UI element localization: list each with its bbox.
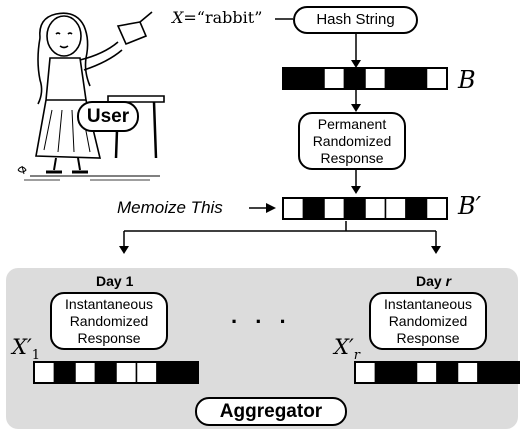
bit-vector-xr [354, 361, 520, 384]
bit-cell [415, 361, 438, 384]
day-1-value: 1 [125, 273, 134, 289]
bit-cell [405, 197, 428, 220]
bit-vector-outline [282, 67, 448, 90]
x1-label: X′1 [12, 336, 40, 367]
instr-line-2: Randomized [388, 313, 468, 329]
aggregator-badge: Aggregator [195, 397, 347, 426]
x1-main: X′ [12, 335, 32, 359]
bit-cell [456, 361, 479, 384]
xr-label: X′r [334, 336, 360, 367]
hash-string-box: Hash String [293, 6, 418, 34]
day-r-label: Day r [416, 273, 451, 289]
bit-cell [343, 67, 366, 90]
input-value: “rabbit” [196, 8, 263, 27]
instantaneous-rr-box-day1: Instantaneous Randomized Response [50, 292, 168, 350]
bit-cell [436, 361, 459, 384]
instantaneous-rr-box-dayr: Instantaneous Randomized Response [369, 292, 487, 350]
bit-cell [282, 197, 305, 220]
bit-cell [135, 361, 158, 384]
perm-line-3: Response [320, 150, 384, 166]
user-badge: User [77, 101, 139, 132]
bit-cell [364, 197, 387, 220]
day-1-prefix: Day [96, 273, 126, 289]
inst1-line-1: Instantaneous [65, 296, 153, 312]
bit-cell [302, 197, 325, 220]
bit-cell [282, 67, 305, 90]
b-label: B [458, 66, 476, 94]
bit-cell [343, 197, 366, 220]
ellipsis: . . . [231, 303, 292, 328]
bit-cell [405, 67, 428, 90]
bit-cell [384, 197, 407, 220]
alice-illustration [17, 11, 165, 181]
instr-line-1: Instantaneous [384, 296, 472, 312]
xr-main: X′ [334, 335, 354, 359]
bit-cell [74, 361, 97, 384]
b-prime-label: B′ [458, 192, 482, 220]
bit-cell [364, 67, 387, 90]
bit-cell [477, 361, 500, 384]
bit-vector-b-prime [282, 197, 448, 220]
perm-line-1: Permanent [317, 116, 387, 132]
bit-cell [323, 67, 346, 90]
bit-cell [156, 361, 179, 384]
bit-cell [374, 361, 397, 384]
bit-cell [176, 361, 199, 384]
bit-cell [395, 361, 418, 384]
bit-cell [323, 197, 346, 220]
bit-cell [384, 67, 407, 90]
day-r-value: r [445, 273, 452, 289]
bit-cell [94, 361, 117, 384]
inst1-line-2: Randomized [69, 313, 149, 329]
xr-sub: r [353, 348, 360, 364]
bit-vector-outline [282, 197, 448, 220]
bit-vector-x1 [33, 361, 199, 384]
inst1-line-3: Response [77, 330, 141, 346]
bit-cell [497, 361, 520, 384]
bit-cell [115, 361, 138, 384]
equals-sign: = [183, 8, 197, 27]
permanent-rr-box: Permanent Randomized Response [298, 112, 406, 170]
day-1-label: Day 1 [96, 273, 133, 289]
instr-line-3: Response [396, 330, 460, 346]
bit-cell [425, 67, 448, 90]
day-r-prefix: Day [416, 273, 446, 289]
perm-line-2: Randomized [312, 133, 392, 149]
input-variable: X [172, 8, 184, 27]
bit-cell [302, 67, 325, 90]
bit-cell [53, 361, 76, 384]
bit-cell [425, 197, 448, 220]
x1-sub: 1 [31, 348, 40, 364]
bit-vector-outline [33, 361, 199, 384]
input-assignment: X=“rabbit” [172, 8, 262, 27]
bit-vector-b [282, 67, 448, 90]
memoize-label: Memoize This [117, 198, 223, 217]
bit-vector-outline [354, 361, 520, 384]
